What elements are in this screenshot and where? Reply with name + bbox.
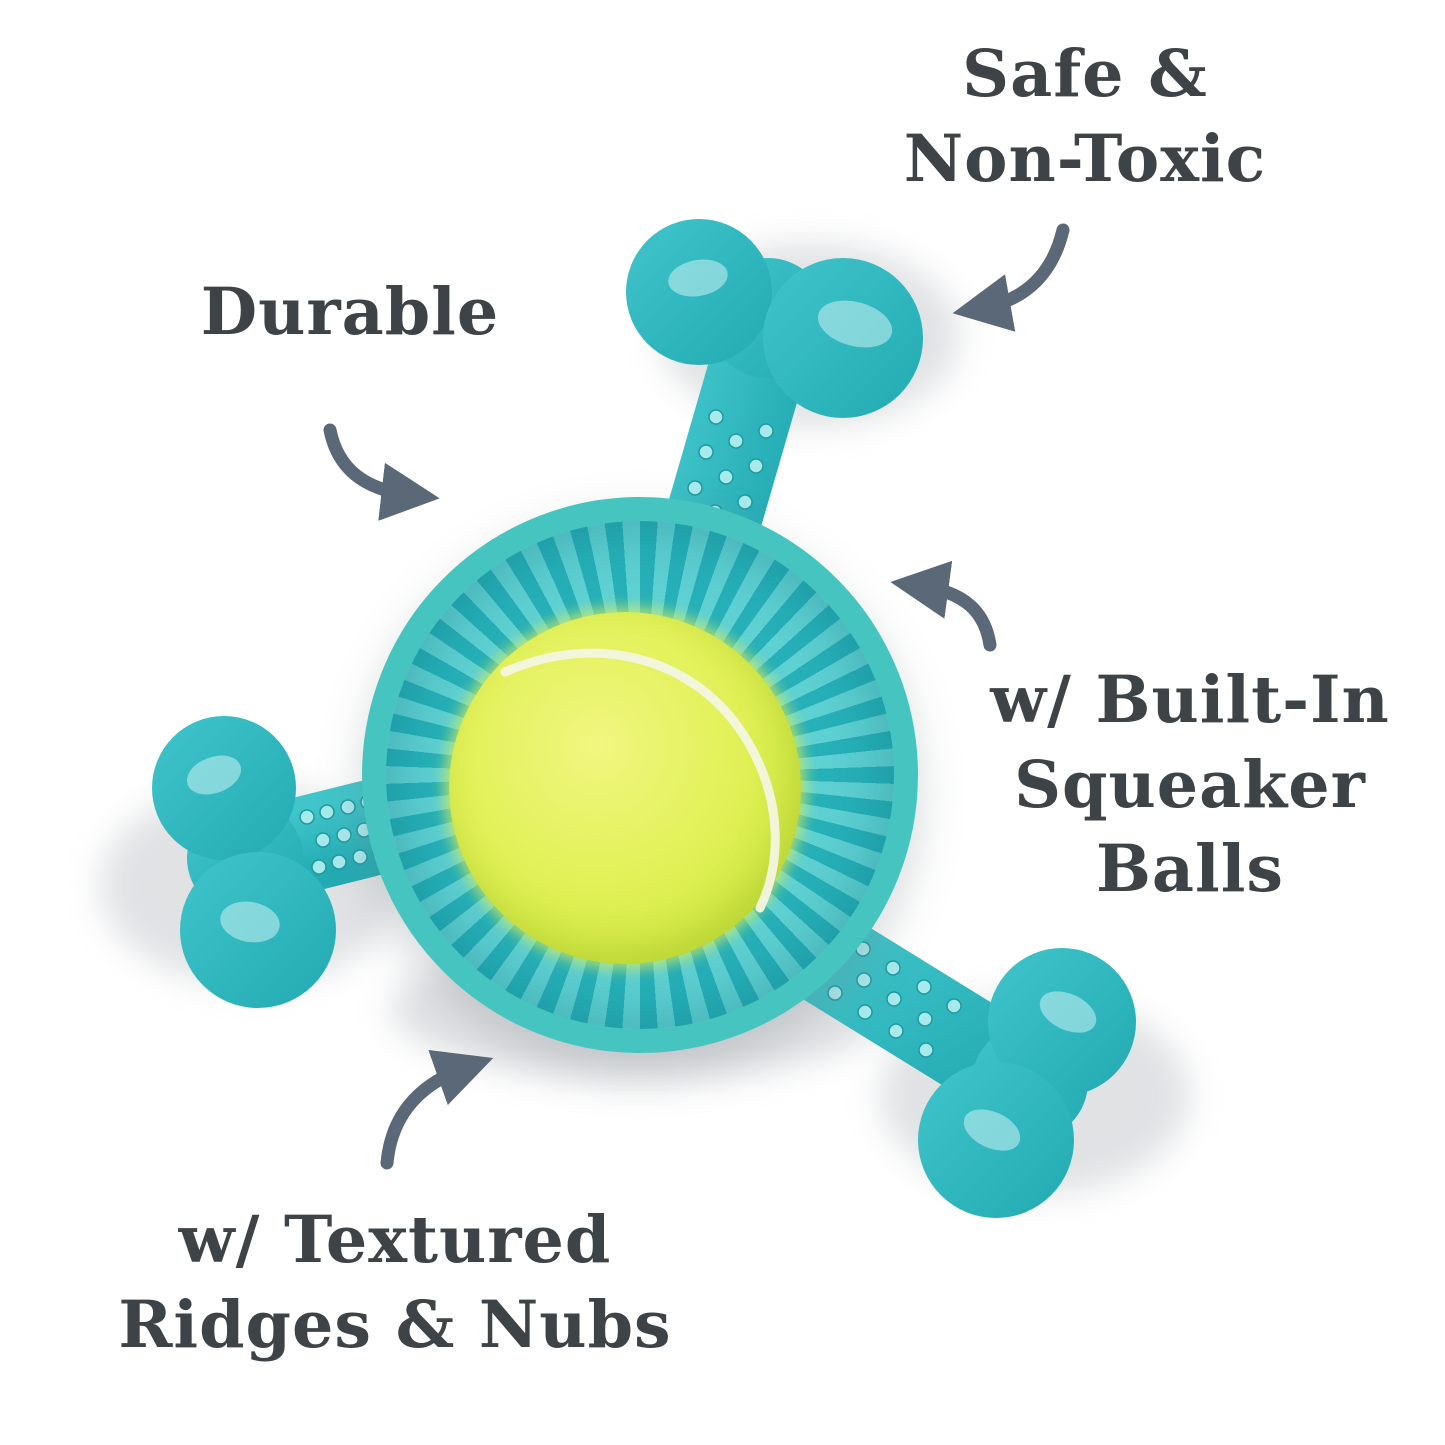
callout-built-in-squeaker-balls: w/ Built-In Squeaker Balls [950, 658, 1430, 912]
arrow-textured-icon [380, 1049, 494, 1170]
bone-bottom-nubs [827, 941, 962, 1058]
ball-seam [500, 648, 780, 913]
callout-squeaker-line-3: Balls [1095, 831, 1285, 907]
bone-left-highlight [186, 755, 280, 943]
callout-textured-line-1: w/ Textured [178, 1202, 612, 1278]
callout-arrows [323, 223, 1070, 1170]
bone-bottom [770, 904, 1136, 1218]
arrow-durable-icon [323, 423, 440, 521]
callout-safe-non-toxic: Safe & Non-Toxic [820, 32, 1350, 201]
callout-textured-line-2: Ridges & Nubs [118, 1286, 672, 1363]
callout-safe-line-2: Non-Toxic [903, 120, 1267, 197]
arrow-safe-icon [952, 223, 1070, 332]
callout-durable: Durable [140, 270, 560, 355]
callout-safe-line-1: Safe & [962, 36, 1208, 112]
callout-textured-ridges-nubs: w/ Textured Ridges & Nubs [40, 1198, 750, 1367]
callout-durable-line-1: Durable [200, 274, 500, 350]
bone-bottom-highlight [963, 991, 1097, 1151]
arrow-squeaker-icon [890, 560, 997, 652]
bone-top-highlight [668, 259, 893, 348]
callout-squeaker-line-2: Squeaker [1014, 746, 1366, 823]
callout-squeaker-line-1: w/ Built-In [990, 662, 1390, 738]
